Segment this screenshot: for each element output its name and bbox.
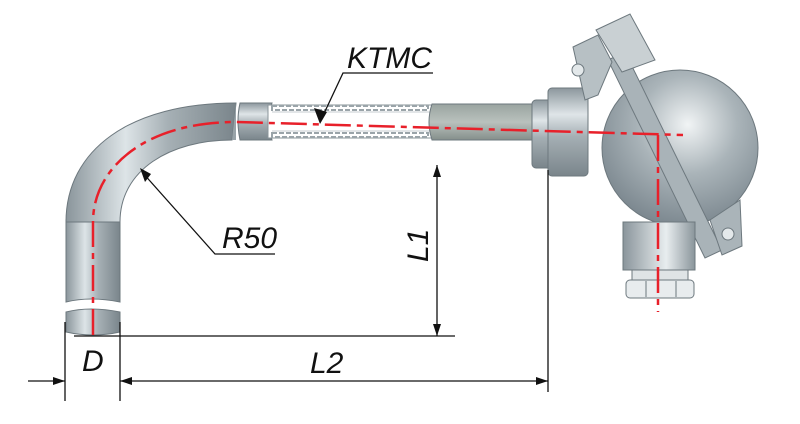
sheath-hatch-top [271,105,429,111]
cable-gland-nut [625,279,695,299]
tube-vertical-leg [65,219,121,303]
tube-segment-1 [232,103,236,140]
label-d: D [82,345,104,378]
connection-head [531,13,759,299]
hinge-screw-top [571,63,585,77]
axis-lines [91,120,684,335]
tube-elbow [65,102,237,223]
head-hinge-top [572,34,613,101]
cable-gland-ring [631,269,689,281]
label-l2: L2 [310,347,344,380]
leader-r50 [141,171,275,255]
label-ktmc: KTMC [347,42,432,75]
hinge-screw-bottom [721,227,735,241]
sheath-hatch-bottom [271,132,429,138]
bent-tube [65,102,273,336]
head-hinge-bottom [709,199,743,256]
leader-ktmc [319,72,433,123]
tube-straight-right [428,103,541,141]
axis-line-tube [91,120,684,335]
dimensions [28,72,549,401]
label-r50: R50 [222,222,277,255]
label-l1: L1 [402,229,435,262]
ktmc-cutaway [267,103,541,141]
